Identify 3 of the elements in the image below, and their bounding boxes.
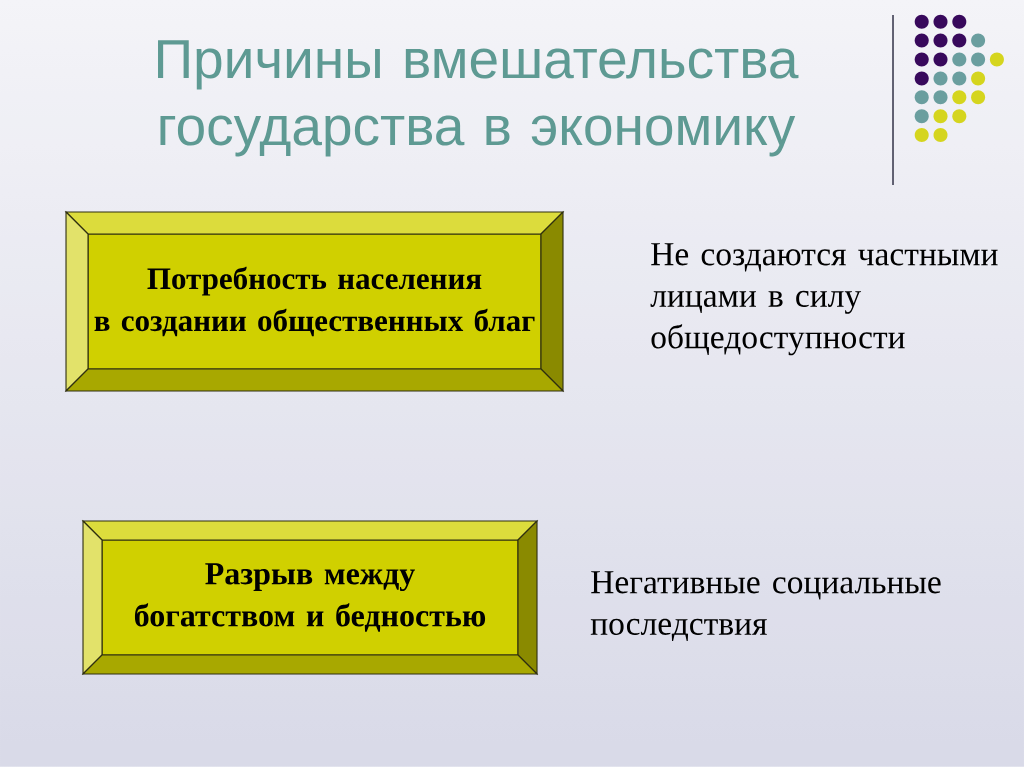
side-note: Не создаются частными лицами в силу общедоступности (650, 243, 998, 356)
side-note: Негативные социальные последствия (590, 571, 941, 642)
title: Причины вмешательства государства в экономику (158, 40, 799, 157)
